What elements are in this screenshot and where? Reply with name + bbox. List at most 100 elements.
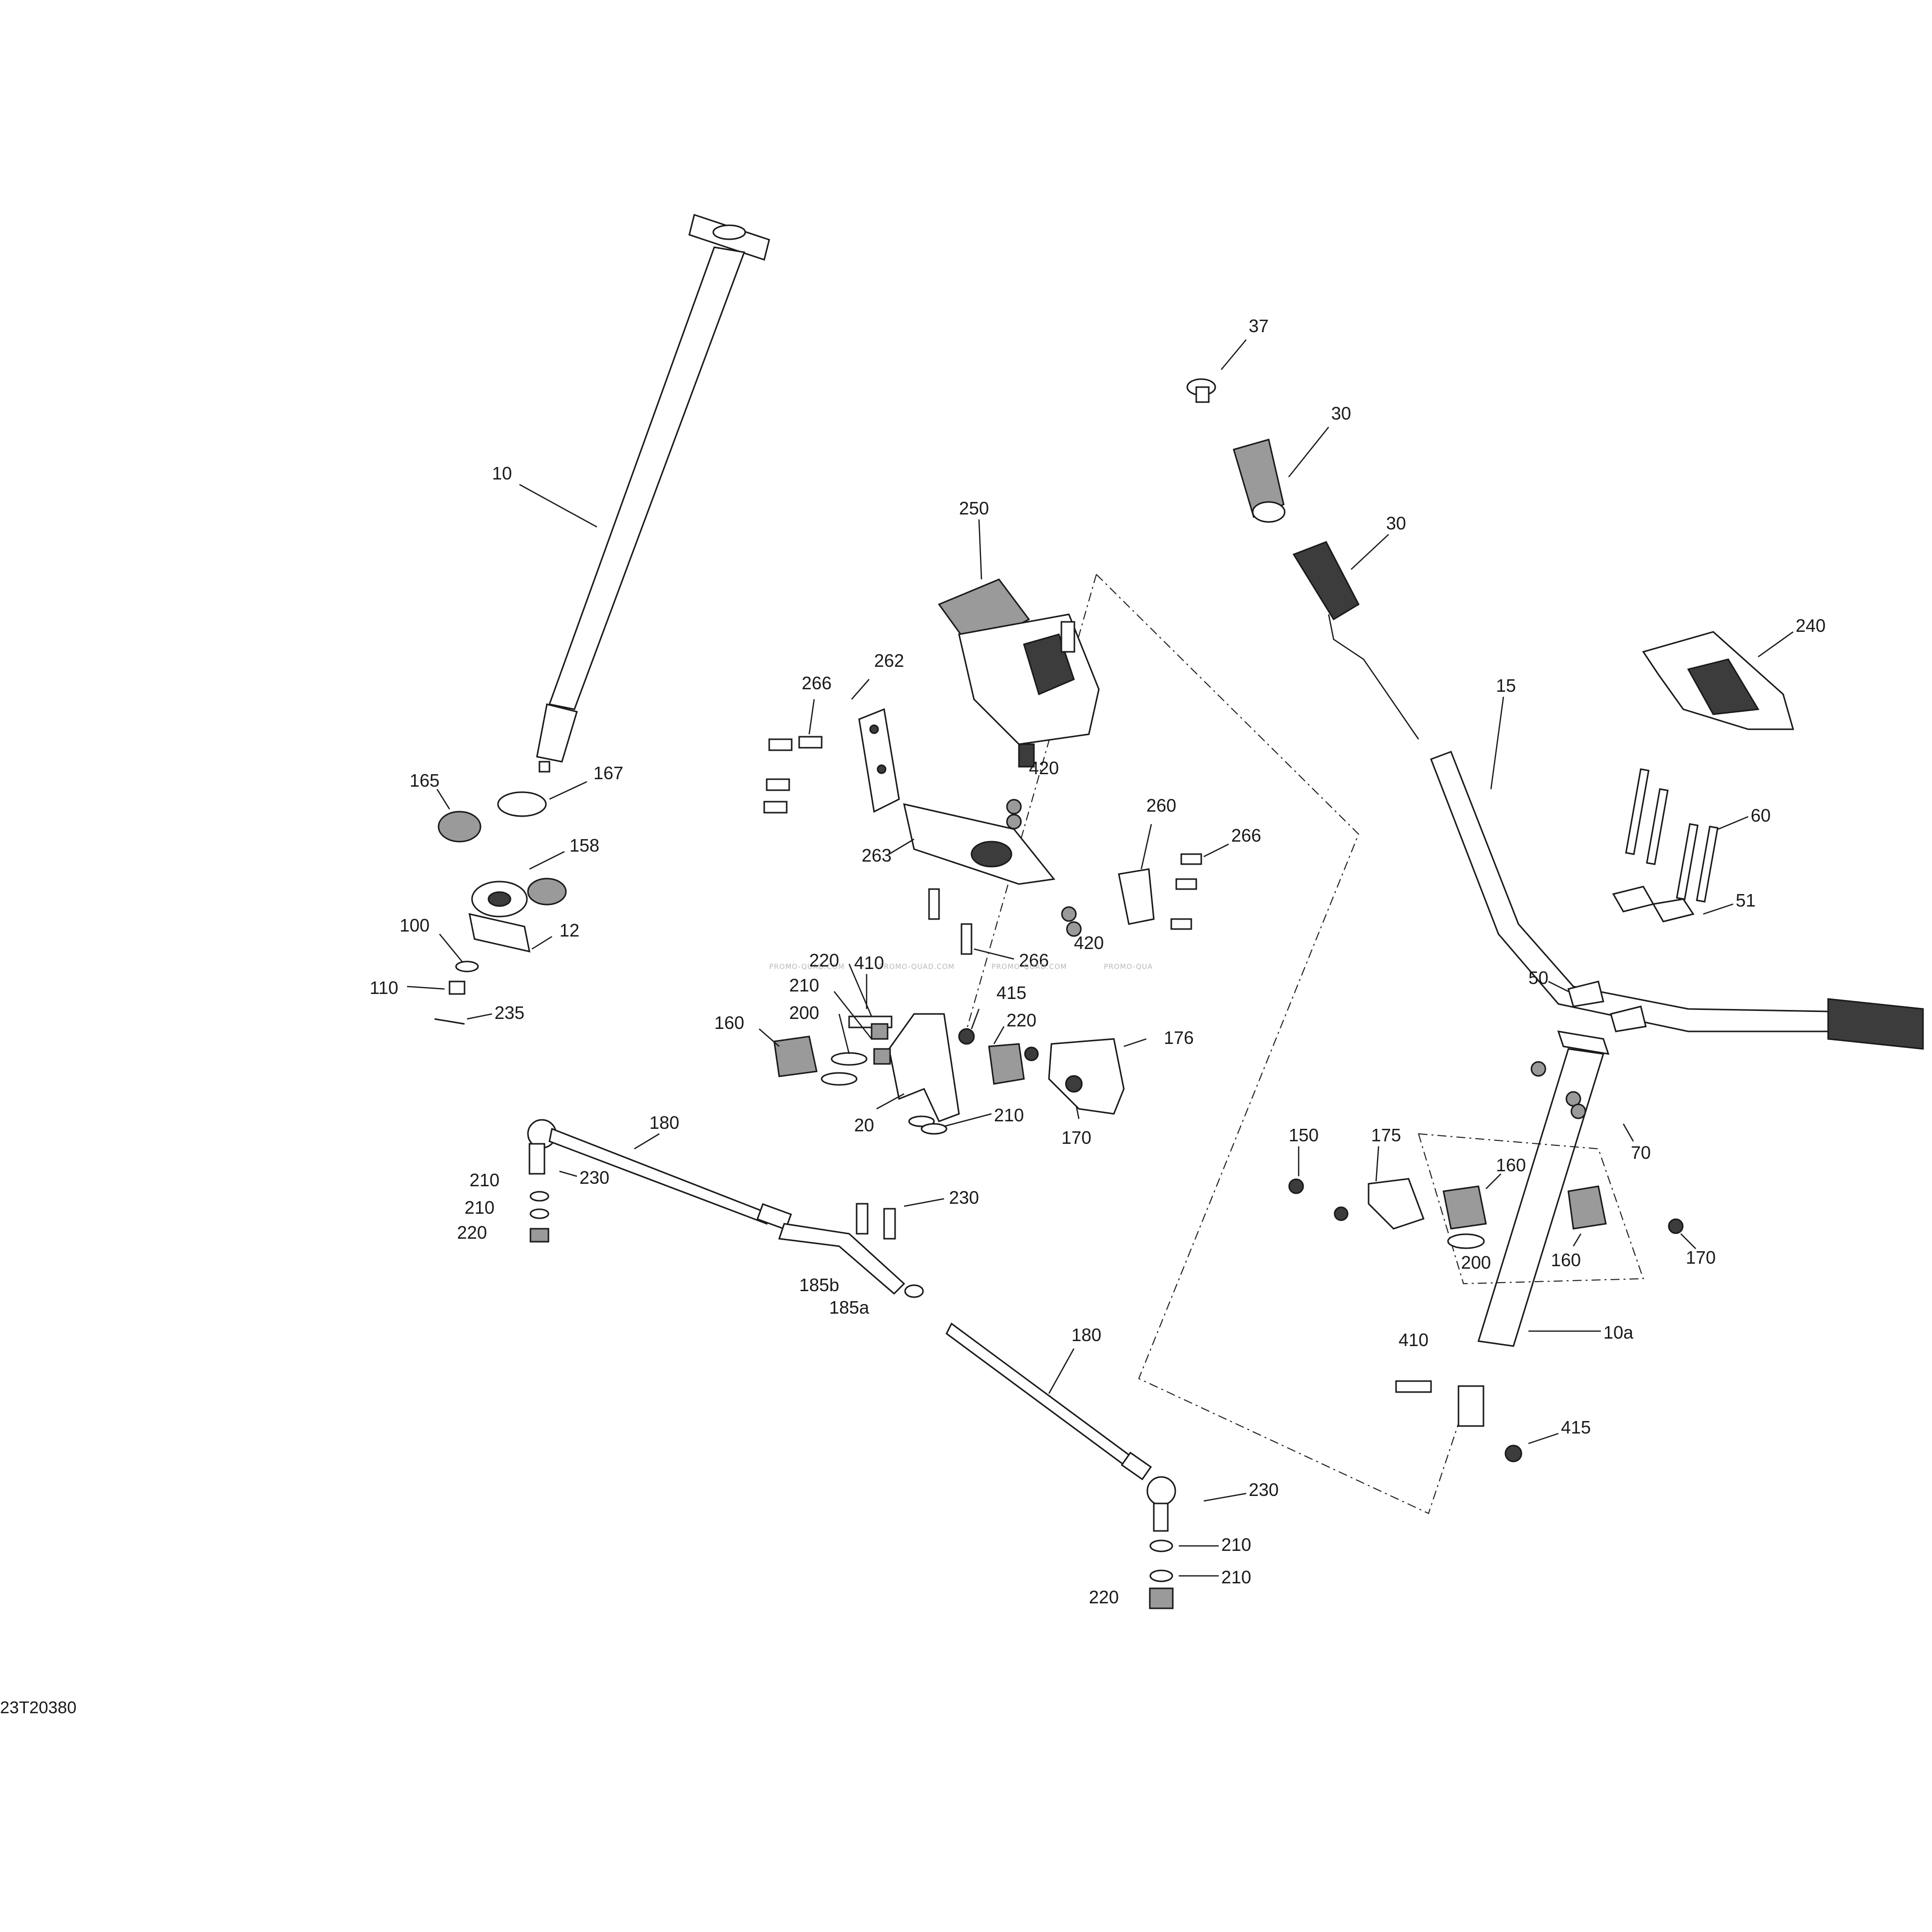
nut-170-right [1668,1218,1684,1234]
bolts-266-left [763,736,823,814]
callout-262: 262 [874,650,904,671]
callout-100: 100 [400,915,430,936]
callout-200-right: 200 [1461,1252,1491,1273]
bracket-263 [903,803,1055,885]
nut-70-c [1570,1103,1586,1119]
clamp-51 [1612,886,1655,913]
nut-220-a [529,1228,549,1243]
callout-180-lower: 180 [1071,1325,1101,1345]
callout-158: 158 [569,835,599,856]
callout-30-b: 30 [1386,513,1406,533]
callout-420-lower: 420 [1074,933,1104,953]
callout-60: 60 [1751,805,1771,826]
callout-20: 20 [854,1115,874,1135]
callout-10a: 10a [1603,1322,1634,1343]
callout-220-left: 220 [809,950,839,970]
callout-266-lower: 266 [1019,950,1049,970]
nut-415-right [1504,1445,1522,1462]
callout-210-mid: 210 [994,1105,1024,1125]
callout-240: 240 [1796,615,1826,636]
callout-210-left-upper: 210 [789,975,819,995]
callout-200-left: 200 [789,1002,819,1023]
callout-15: 15 [1496,675,1516,696]
callout-110: 110 [370,977,398,998]
callout-220-mid: 220 [1006,1010,1036,1030]
callout-220-tl: 220 [457,1222,487,1243]
callout-263: 263 [862,845,892,866]
nut-70-a [1530,1061,1546,1077]
callout-51: 51 [1736,890,1756,911]
clamp-51-b [1652,898,1695,923]
bolt-175 [1334,1206,1349,1221]
power-steering-unit-250 [938,578,1100,768]
bolts-60 [1625,768,1719,903]
callout-70: 70 [1631,1142,1651,1163]
handlebar-15 [1430,751,1924,1050]
callout-415-left: 415 [996,982,1026,1003]
clamp-50-b [1610,1005,1647,1032]
callout-37: 37 [1249,316,1269,336]
bracket-260 [1118,853,1202,930]
callout-185a: 185a [829,1297,870,1318]
grip-37 [1186,378,1216,403]
washer-210-c [1149,1539,1173,1552]
watermark-3: PROMO-QUAD.COM [991,963,1067,971]
bolt-410-right [1395,1380,1432,1393]
callout-180-upper: 180 [649,1112,679,1133]
washer-210-b [529,1208,549,1219]
callout-150: 150 [1289,1125,1319,1145]
washer-210-a [529,1191,549,1202]
callout-165: 165 [410,770,440,791]
bracket-262 [858,708,900,813]
callout-167: 167 [593,763,623,783]
callout-176: 176 [1164,1027,1194,1048]
bushing-160-right-a [1443,1185,1487,1230]
bolt-150 [1288,1178,1304,1194]
tie-rod-180-upper [527,1119,792,1231]
diagram-reference-code: 23T20380 [0,1698,76,1717]
callout-230-center: 230 [949,1187,979,1208]
callout-420-upper: 420 [1029,758,1059,778]
callout-220-br: 220 [1089,1587,1119,1607]
callout-410-right: 410 [1399,1330,1429,1350]
washer-210-d [1149,1569,1173,1582]
callout-235: 235 [494,1002,524,1023]
callout-230-upper: 230 [579,1167,609,1188]
pitman-arm-20 [773,1013,1125,1135]
ring-200-right [1447,1233,1485,1249]
bushing-160-right-b [1567,1185,1607,1230]
callout-170-right: 170 [1686,1247,1716,1268]
callout-160-right-lower: 160 [1551,1250,1581,1270]
callout-415-right: 415 [1561,1417,1591,1438]
nuts-420 [1006,799,1082,937]
callout-260: 260 [1146,795,1176,816]
callout-12: 12 [559,920,579,941]
callout-266-upper: 266 [802,673,832,693]
callout-175: 175 [1371,1125,1401,1145]
bracket-175 [1368,1178,1425,1230]
callout-185b: 185b [799,1275,839,1295]
callout-50: 50 [1528,967,1548,988]
grip-30-b [1292,541,1420,740]
clamp-50-a [1567,980,1604,1007]
watermark-1: PROMO-QUAD.COM [769,963,845,971]
bolt-266-lower-b [961,923,972,955]
bolt-266-lower-a [928,888,940,920]
watermark-4: PROMO-QUA [1104,963,1153,971]
nut-220-b [1149,1587,1174,1609]
steering-column-10a [1457,1030,1610,1427]
callout-266-right: 266 [1231,825,1261,846]
callout-170-left: 170 [1061,1127,1091,1148]
watermark-2: PROMO-QUAD.COM [879,963,955,971]
callout-210-tl-1: 210 [470,1170,499,1190]
callout-10: 10 [492,463,512,483]
center-link-185 [778,1203,924,1298]
callout-210-br-1: 210 [1221,1534,1251,1555]
cover-240 [1642,631,1794,730]
callout-250: 250 [959,498,989,518]
callout-230-lower: 230 [1249,1479,1279,1500]
tie-rod-180-lower [946,1322,1176,1532]
lower-bearing-stack [434,791,567,1025]
callout-210-tl-2: 210 [465,1197,494,1218]
